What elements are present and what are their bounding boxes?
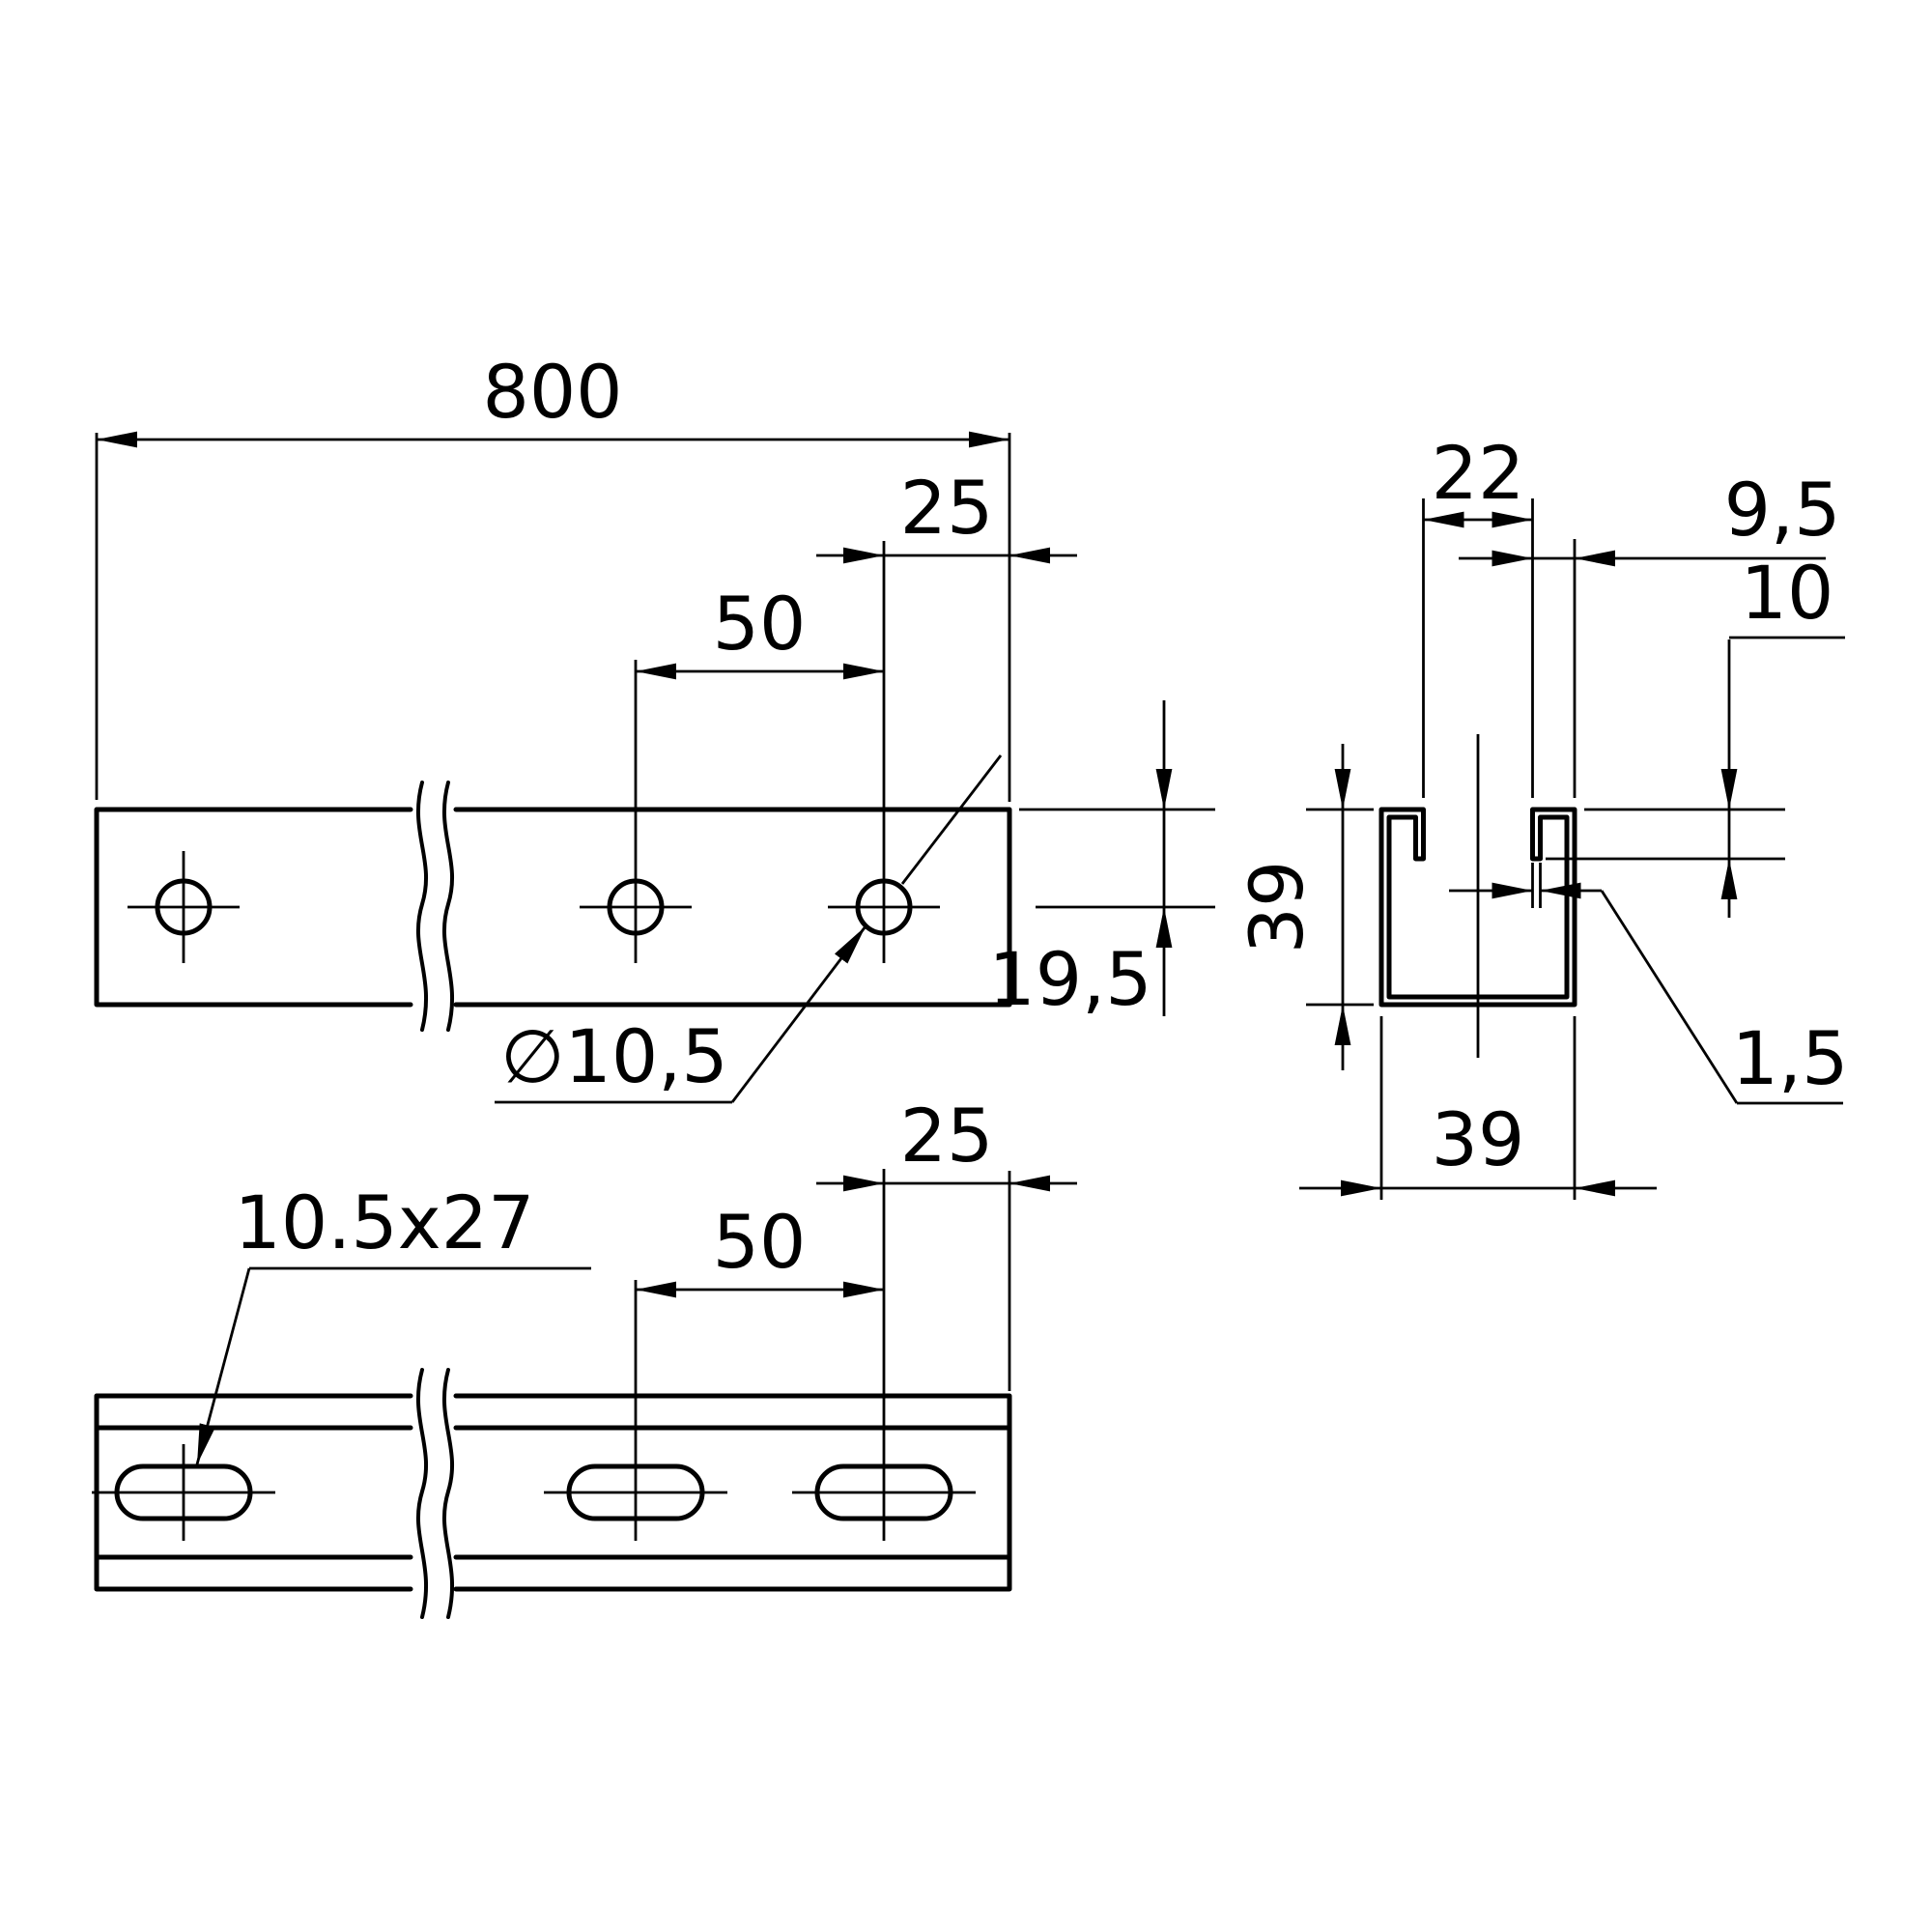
rail-outline-left	[94, 807, 413, 1008]
dim-section-thickness-label: 1,5	[1732, 1015, 1849, 1101]
slot-centerlines	[92, 1169, 976, 1541]
dim-front-length: 800	[95, 349, 1011, 802]
dim-section-width: 39	[1299, 1016, 1657, 1200]
break-line	[415, 1368, 429, 1619]
dim-section-width-label: 39	[1432, 1096, 1525, 1182]
rail-outline-right	[453, 1393, 1012, 1592]
slot-size-label: 10.5x27	[235, 1179, 535, 1265]
dim-front-end-offset-label: 25	[900, 465, 994, 551]
break-line	[441, 781, 455, 1032]
dim-section-height: 39	[1234, 744, 1374, 1070]
break-line	[415, 781, 429, 1032]
dim-section-opening-label: 22	[1432, 430, 1525, 516]
leader-line	[1600, 890, 1739, 1104]
dim-slotted-pitch: 50	[636, 1199, 884, 1298]
hole-centerlines	[128, 541, 940, 963]
rail-round-hole-view	[94, 541, 1012, 1032]
hole-diameter-label: ∅10,5	[500, 1013, 727, 1099]
channel-profile	[1378, 807, 1577, 1008]
dim-section-opening: 22	[1422, 430, 1534, 798]
dim-front-length-label: 800	[482, 349, 622, 435]
dim-front-hole-height: 19,5	[988, 700, 1215, 1022]
callout-hole-diameter: ∅10,5	[495, 754, 1003, 1104]
dim-slotted-end-offset: 25	[816, 1093, 1077, 1391]
leader-tail	[900, 754, 1003, 885]
dim-front-pitch: 50	[636, 581, 884, 680]
dim-front-end-offset: 25	[816, 465, 1077, 564]
dim-slotted-end-offset-label: 25	[900, 1093, 994, 1179]
dim-slotted-pitch-label: 50	[713, 1199, 807, 1285]
dim-front-hole-height-label: 19,5	[988, 936, 1151, 1022]
leader-line	[195, 1267, 251, 1465]
rail-outline-right	[453, 807, 1012, 1008]
channel-section-view	[1378, 734, 1577, 1058]
dim-section-lip-label: 9,5	[1724, 467, 1841, 553]
leader-line	[730, 925, 867, 1103]
dim-section-height-label: 39	[1234, 861, 1320, 954]
break-line	[441, 1368, 455, 1619]
dim-section-lip-depth: 10	[1546, 550, 1845, 918]
dim-section-lip: 9,5	[1459, 467, 1840, 798]
rail-slotted-view	[92, 1169, 1012, 1619]
dim-section-thickness: 1,5	[1449, 863, 1849, 1105]
callout-slot-size: 10.5x27	[195, 1179, 591, 1465]
dim-front-pitch-label: 50	[713, 581, 807, 667]
dim-section-lip-depth-label: 10	[1741, 550, 1834, 636]
